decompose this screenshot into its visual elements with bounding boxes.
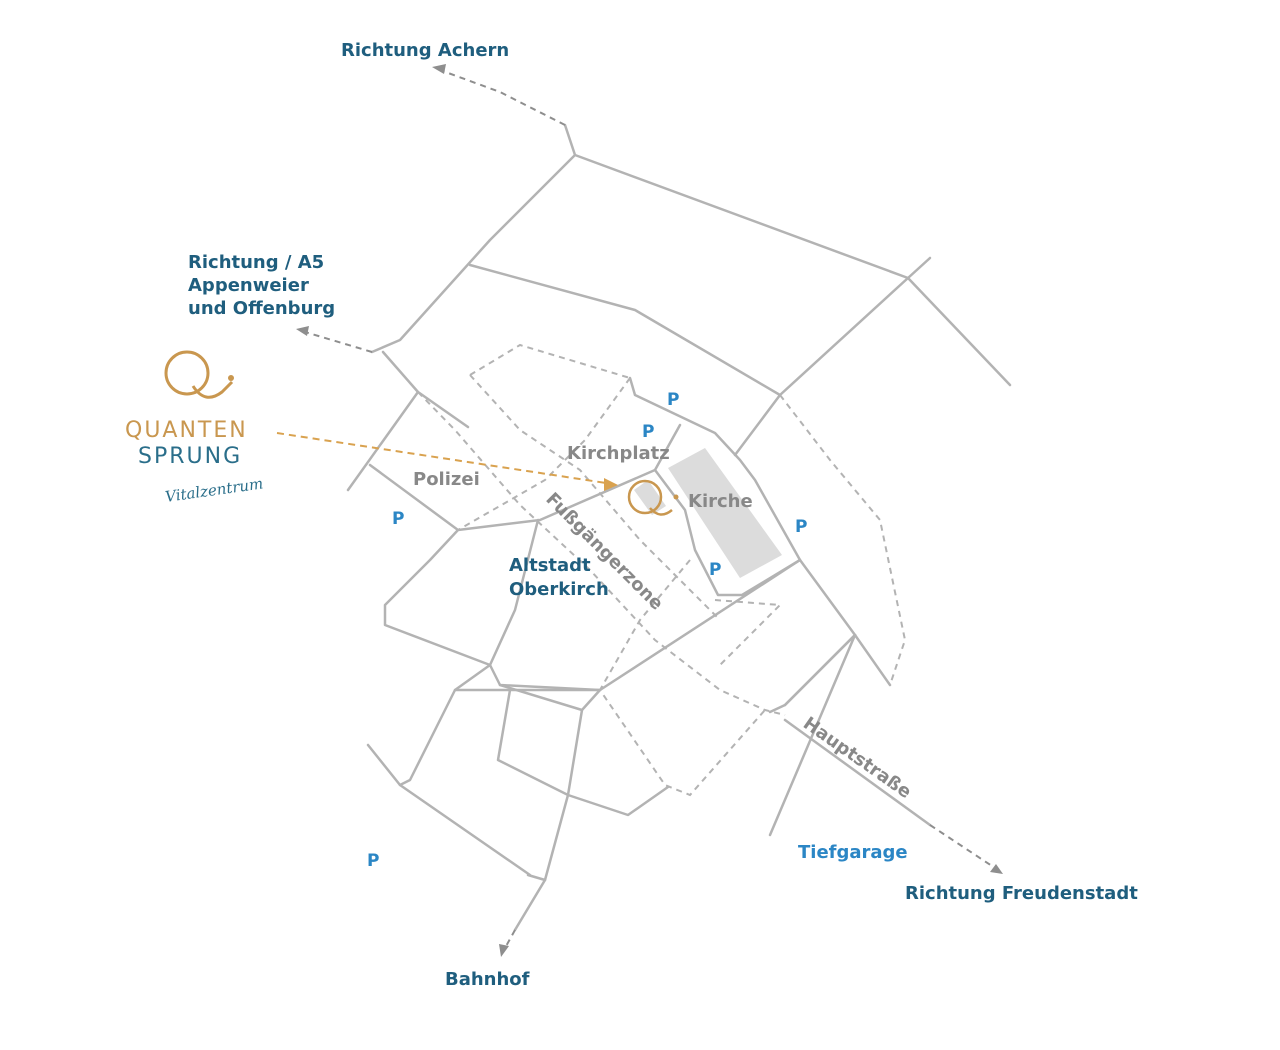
label-kirche: Kirche bbox=[688, 491, 753, 512]
arrow-achern-icon bbox=[432, 64, 446, 74]
logo-tagline: Vitalzentrum bbox=[164, 474, 264, 506]
label-polizei: Polizei bbox=[413, 469, 480, 490]
location-marker-icon bbox=[627, 479, 679, 516]
logo-line-quanten: QUANTEN bbox=[125, 418, 248, 443]
label-offenburg: und Offenburg bbox=[188, 298, 335, 319]
label-oberkirch: Oberkirch bbox=[509, 579, 609, 600]
church-building bbox=[668, 448, 782, 578]
label-richtung-a5: Richtung / A5 bbox=[188, 252, 324, 273]
logo-mark-icon bbox=[164, 350, 234, 399]
label-kirchplatz: Kirchplatz bbox=[567, 443, 670, 464]
arrow-a5-icon bbox=[296, 326, 309, 336]
arrow-bahnhof-icon bbox=[499, 944, 509, 957]
parking-label: P bbox=[642, 422, 654, 442]
label-altstadt: Altstadt bbox=[509, 555, 591, 576]
label-richtung-achern: Richtung Achern bbox=[341, 40, 509, 61]
parking-label: P bbox=[667, 390, 679, 410]
label-tiefgarage: Tiefgarage bbox=[798, 842, 908, 863]
label-appenweier: Appenweier bbox=[188, 275, 309, 296]
parking-label: P bbox=[367, 851, 379, 871]
label-bahnhof: Bahnhof bbox=[445, 969, 530, 990]
arrow-freudenstadt-icon bbox=[990, 864, 1003, 874]
parking-label: P bbox=[392, 509, 404, 529]
label-hauptstrasse: Hauptstraße bbox=[799, 713, 915, 803]
direction-arrows bbox=[296, 64, 1003, 957]
parking-label: P bbox=[795, 517, 807, 537]
route-arrow-icon bbox=[604, 478, 618, 491]
logo-line-sprung: SPRUNG bbox=[138, 444, 242, 469]
footpaths bbox=[417, 343, 907, 797]
label-richtung-freudenstadt: Richtung Freudenstadt bbox=[905, 883, 1138, 904]
route-to-location bbox=[276, 432, 607, 484]
parking-label: P bbox=[709, 560, 721, 580]
road-network bbox=[346, 123, 1012, 932]
labels: Richtung Achern Richtung / A5 Appenweier… bbox=[125, 40, 1138, 990]
